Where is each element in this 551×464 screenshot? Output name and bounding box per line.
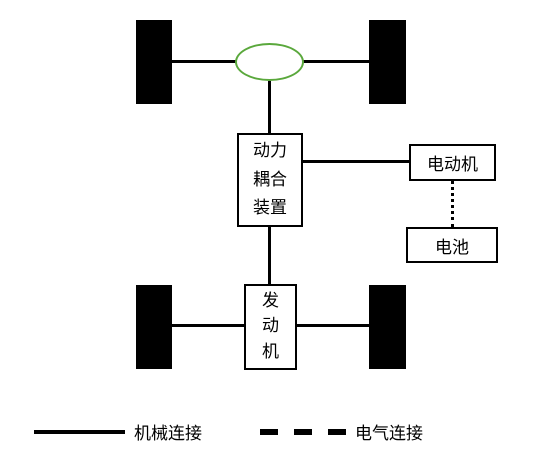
coupling-label-line3: 装置 bbox=[253, 198, 287, 219]
coupling-label-line1: 动力 bbox=[253, 140, 287, 161]
front-axle-right bbox=[303, 60, 369, 63]
shaft-differential-to-coupling bbox=[268, 81, 271, 133]
motor-battery-electrical-link bbox=[451, 180, 454, 228]
legend-mechanical-line bbox=[34, 430, 125, 434]
coupling-label-line2: 耦合 bbox=[253, 169, 287, 190]
front-axle-left bbox=[172, 60, 236, 63]
motor-box: 电动机 bbox=[409, 144, 496, 181]
legend-electrical-dash bbox=[294, 429, 312, 435]
legend-electrical-label: 电气连接 bbox=[355, 424, 423, 444]
engine-label-line2: 动 bbox=[262, 316, 279, 337]
engine-label-line1: 发 bbox=[262, 290, 279, 311]
legend-electrical-dash bbox=[328, 429, 346, 435]
battery-box: 电池 bbox=[406, 227, 498, 263]
rear-axle-right bbox=[297, 324, 369, 327]
shaft-coupling-to-engine bbox=[268, 227, 271, 284]
rear-left-wheel bbox=[136, 285, 172, 369]
engine-box: 发 动 机 bbox=[244, 284, 297, 370]
legend-mechanical-label: 机械连接 bbox=[134, 424, 202, 444]
front-left-wheel bbox=[136, 20, 172, 104]
power-coupling-device: 动力 耦合 装置 bbox=[237, 133, 303, 227]
battery-label: 电池 bbox=[435, 237, 469, 258]
front-right-wheel bbox=[369, 20, 406, 104]
rear-right-wheel bbox=[369, 285, 406, 369]
front-differential bbox=[235, 43, 304, 81]
coupling-to-motor-line bbox=[303, 160, 409, 163]
engine-label-line3: 机 bbox=[262, 341, 279, 362]
motor-label: 电动机 bbox=[427, 155, 478, 175]
rear-axle-left bbox=[172, 324, 244, 327]
legend-electrical-dash bbox=[260, 429, 278, 435]
